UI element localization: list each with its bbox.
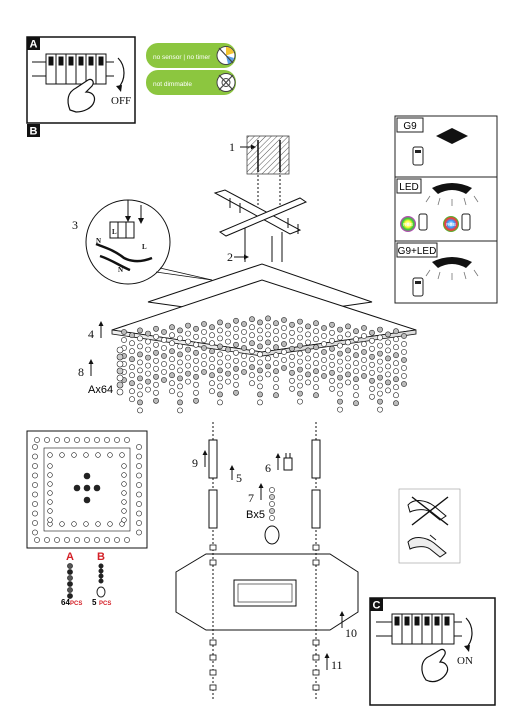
hand-icon-c <box>421 648 449 683</box>
badge-sensor-timer-text: no sensor | no timer <box>153 54 211 61</box>
wire-n-2: N <box>118 266 123 274</box>
panel-a-off-text: OFF <box>111 95 131 107</box>
legend-rgb-1: RGB <box>403 222 413 227</box>
part-a-letter: A <box>66 551 74 563</box>
badge-dimmable: not dimmable <box>146 70 236 95</box>
wire-n-1: N <box>96 237 101 245</box>
chandelier-body <box>111 263 417 414</box>
legend-g9: G9 <box>403 121 417 132</box>
callout-10: 10 <box>345 626 357 640</box>
handling-warning <box>398 488 461 564</box>
callout-9: 9 <box>192 456 198 470</box>
callout-3: 3 <box>72 218 78 232</box>
panel-a: A OFF <box>26 36 136 124</box>
callout-11: 11 <box>331 658 343 672</box>
callout-5: 5 <box>236 471 242 485</box>
lamp-combo-icon <box>432 257 472 268</box>
crystal-strand-a: 8 Ax64 <box>78 346 124 396</box>
wiring-detail: N L L N 3 <box>72 199 213 285</box>
callout-1: 1 <box>229 140 235 154</box>
panel-b: B <box>27 124 40 138</box>
panel-c-on-text: ON <box>457 655 473 667</box>
top-view-layout <box>26 430 148 549</box>
terminal-block-icon-c <box>376 613 462 645</box>
crystal-b-count: Bx5 <box>246 509 265 521</box>
part-a-count: 64 <box>61 598 70 607</box>
callout-8: 8 <box>78 365 84 379</box>
crystal-a-count: Ax64 <box>88 384 113 396</box>
rgb-wheel-icon <box>400 216 416 232</box>
bulb-holder: 6 <box>265 453 293 475</box>
part-b-letter: B <box>97 551 105 563</box>
callout-4: 4 <box>88 327 94 341</box>
wire-l-1: L <box>112 228 117 236</box>
part-b-pcs: PCS <box>99 601 111 607</box>
bulb-g9: 5 <box>229 465 242 485</box>
bottom-plate <box>175 544 359 700</box>
mounting-bracket <box>213 175 308 262</box>
hand-icon <box>67 78 96 113</box>
ceiling-plate: 1 <box>229 135 290 175</box>
panel-b-label: B <box>30 126 38 138</box>
hanging-rods <box>208 422 321 545</box>
callout-2: 2 <box>227 250 233 264</box>
parts-list: A B 64 PCS 5 PCS <box>61 551 111 607</box>
part-a-pcs: PCS <box>70 601 82 607</box>
legend-led: LED <box>399 182 418 193</box>
terminal-block-icon <box>32 53 114 85</box>
callout-6: 6 <box>265 461 271 475</box>
legend-g9-led: G9+LED <box>398 246 437 257</box>
panel-c: C ON <box>369 597 496 706</box>
panel-c-label: C <box>373 600 381 612</box>
lamp-top-view-icon <box>436 128 468 144</box>
badge-sensor-timer: no sensor | no timer <box>146 43 236 68</box>
remote-control-icon <box>412 146 424 166</box>
callout-7: 7 <box>248 491 254 505</box>
rgb-wheel-icon-2 <box>443 216 459 232</box>
pendant-crystal-b: 7 Bx5 <box>246 483 280 545</box>
wire-l-2: L <box>142 243 147 251</box>
light-source-legend: G9 LED RGB RGB G9+LED <box>394 115 498 304</box>
panel-a-label: A <box>30 39 38 51</box>
badge-dimmable-text: not dimmable <box>153 81 192 88</box>
part-b-count: 5 <box>92 598 97 607</box>
legend-rgb-2: RGB <box>446 222 456 227</box>
lamp-led-icon <box>432 183 472 194</box>
